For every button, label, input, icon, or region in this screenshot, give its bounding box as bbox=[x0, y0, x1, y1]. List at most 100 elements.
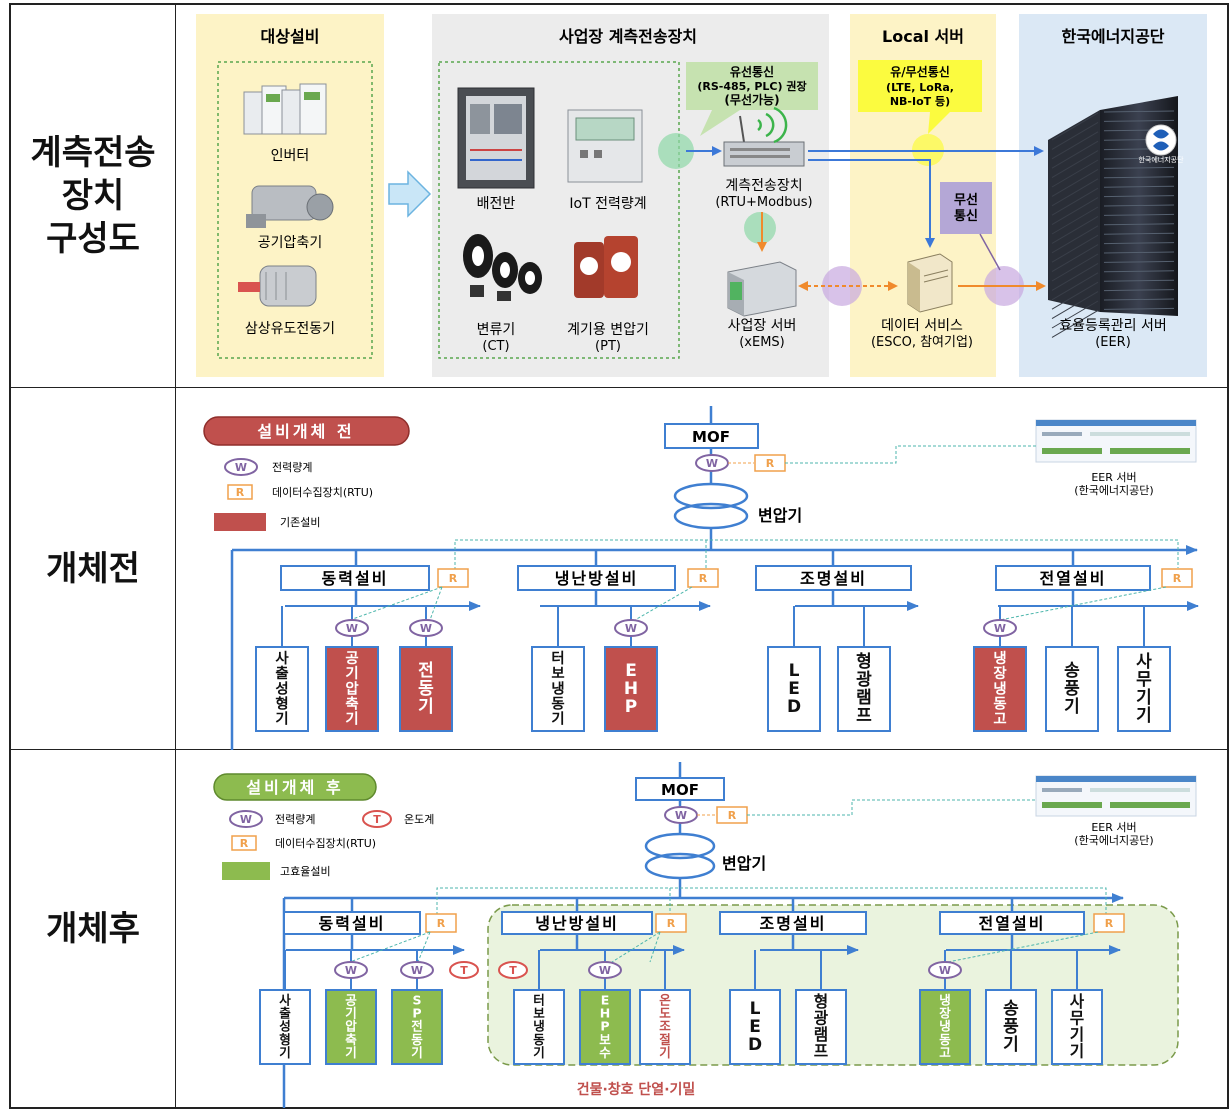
equipment-label-char: 동 bbox=[418, 679, 434, 699]
eer-screen-thumbnail bbox=[1035, 419, 1197, 463]
thermometer-icon bbox=[498, 961, 528, 979]
after-diagram: 설비개체 후 W 전력량계 T 온도계 R 데이터수집장치(RTU) 고효율설비 bbox=[213, 762, 1197, 1108]
equipment-label-char: 동 bbox=[551, 695, 564, 712]
rack-slot bbox=[1103, 157, 1175, 160]
rack-slot bbox=[1103, 223, 1175, 226]
equipment-label-char: 냉 bbox=[533, 1019, 545, 1034]
group-label: 조명설비 bbox=[800, 569, 867, 588]
zone-agency-title: 한국에너지공단 bbox=[1061, 27, 1164, 46]
transformer-icon bbox=[644, 832, 716, 860]
equipment-label-char: 프 bbox=[814, 1041, 828, 1060]
equipment-label-char: 성 bbox=[275, 679, 288, 697]
equipment-label-char: 온 bbox=[659, 992, 671, 1007]
wireless-callout-line2: (LTE, LoRa, bbox=[886, 81, 954, 94]
rack-slot bbox=[1051, 187, 1099, 216]
rtu-symbol: R bbox=[699, 572, 708, 585]
equipment-label-char: 고 bbox=[939, 1045, 951, 1060]
eer-server-abbr: (EER) bbox=[1095, 335, 1131, 350]
rack-slot bbox=[1051, 225, 1099, 254]
wired-callout-line1: 유선통신 bbox=[730, 64, 774, 79]
equipment-label-char: 기 bbox=[1070, 1041, 1084, 1060]
equipment-label-char: 기 bbox=[411, 1045, 423, 1060]
induction-motor-icon bbox=[238, 265, 317, 307]
equipment-label-char: 사 bbox=[275, 650, 289, 667]
power-meter-symbol: W bbox=[625, 622, 637, 635]
rtu-dashed-link bbox=[429, 586, 443, 621]
equipment-label-char: 풍 bbox=[1064, 679, 1080, 699]
power-meter-symbol: W bbox=[994, 622, 1006, 635]
rtu-to-data-service-arrow bbox=[808, 159, 935, 248]
main-rtu-symbol: R bbox=[766, 457, 775, 470]
equipment-label-char: 공 bbox=[345, 650, 358, 667]
equipment-label-char: 기 bbox=[1136, 688, 1152, 708]
equipment-label-char: 압 bbox=[345, 1019, 357, 1034]
rack-slot bbox=[1103, 119, 1175, 122]
power-meter-symbol: W bbox=[939, 964, 951, 977]
equipment-label-char: 램 bbox=[856, 688, 872, 708]
after-transformer-label: 변압기 bbox=[722, 854, 766, 873]
wireless-tag-box bbox=[940, 182, 992, 234]
rack-slot bbox=[1051, 300, 1099, 329]
legend-rtu-label: 데이터수집장치(RTU) bbox=[272, 486, 373, 499]
rack-slot bbox=[1051, 291, 1099, 320]
legend-existing-swatch bbox=[214, 513, 266, 531]
row-label-system: 계측전송 장치 구성도 bbox=[30, 132, 156, 259]
rack-slot bbox=[1051, 150, 1099, 179]
group-label: 전열설비 bbox=[979, 914, 1046, 933]
equipment-label-char: L bbox=[750, 999, 761, 1019]
group-label: 조명설비 bbox=[760, 914, 827, 933]
after-title: 설비개체 후 bbox=[246, 778, 343, 797]
equipment-label-char: 사 bbox=[1070, 992, 1085, 1011]
equipment-label-char: 공 bbox=[345, 992, 357, 1007]
rtu-device-icon bbox=[723, 106, 805, 167]
row-divider bbox=[9, 749, 1229, 750]
rack-slot bbox=[1051, 121, 1099, 150]
rack-slot bbox=[1051, 206, 1099, 235]
rack-slot bbox=[1051, 262, 1099, 291]
eer-server-rack-icon bbox=[1048, 96, 1178, 338]
rack-slot bbox=[1051, 168, 1099, 197]
equipment-label-char: 기 bbox=[345, 1045, 357, 1060]
equipment-box bbox=[513, 989, 565, 1065]
rack-slot bbox=[1103, 195, 1175, 198]
data-service-who: (ESCO, 참여기업) bbox=[871, 335, 973, 350]
rack-slot bbox=[1103, 298, 1175, 301]
equipment-label-char: 냉 bbox=[993, 680, 1006, 697]
rack-slot bbox=[1051, 178, 1099, 207]
potential-transformer-icon bbox=[574, 236, 638, 298]
equipment-label-char: 기 bbox=[418, 697, 434, 717]
equipment-label-char: 성 bbox=[279, 1019, 291, 1034]
equipment-box bbox=[837, 646, 891, 732]
equipment-label-char: 동 bbox=[939, 1032, 951, 1047]
rtu-protocol: (RTU+Modbus) bbox=[715, 195, 812, 210]
pt-label: 계기용 변압기 bbox=[567, 322, 649, 338]
wireless-tag-line1: 무선 bbox=[954, 192, 978, 208]
after-eer-agency: (한국에너지공단) bbox=[1074, 834, 1153, 847]
rack-slot bbox=[1051, 197, 1099, 226]
group-label: 동력설비 bbox=[322, 569, 389, 588]
equipment-label-char: 장 bbox=[939, 1005, 951, 1020]
equipment-label-char: 형 bbox=[856, 651, 872, 672]
zone-local-title: Local 서버 bbox=[882, 27, 964, 46]
equipment-box bbox=[391, 989, 443, 1065]
rack-slot bbox=[1103, 110, 1175, 113]
rack-slot bbox=[1051, 244, 1099, 273]
rtu-icon bbox=[1161, 568, 1193, 588]
power-meter-icon bbox=[588, 961, 622, 979]
rack-slot bbox=[1051, 112, 1099, 141]
equipment-label-char: 압 bbox=[345, 680, 359, 697]
equipment-box bbox=[973, 646, 1027, 732]
equipment-label-char: D bbox=[748, 1035, 762, 1055]
pt-abbr: (PT) bbox=[595, 339, 621, 354]
equipment-box bbox=[919, 989, 971, 1065]
legend-rtu-label: 데이터수집장치(RTU) bbox=[275, 837, 376, 850]
equipment-label-char: 기 bbox=[345, 665, 358, 682]
rack-slot bbox=[1103, 242, 1175, 245]
equipment-label-char: 출 bbox=[279, 1005, 291, 1020]
equipment-label-char: 사 bbox=[1136, 652, 1152, 672]
wireless-callout-bubble bbox=[858, 60, 982, 134]
